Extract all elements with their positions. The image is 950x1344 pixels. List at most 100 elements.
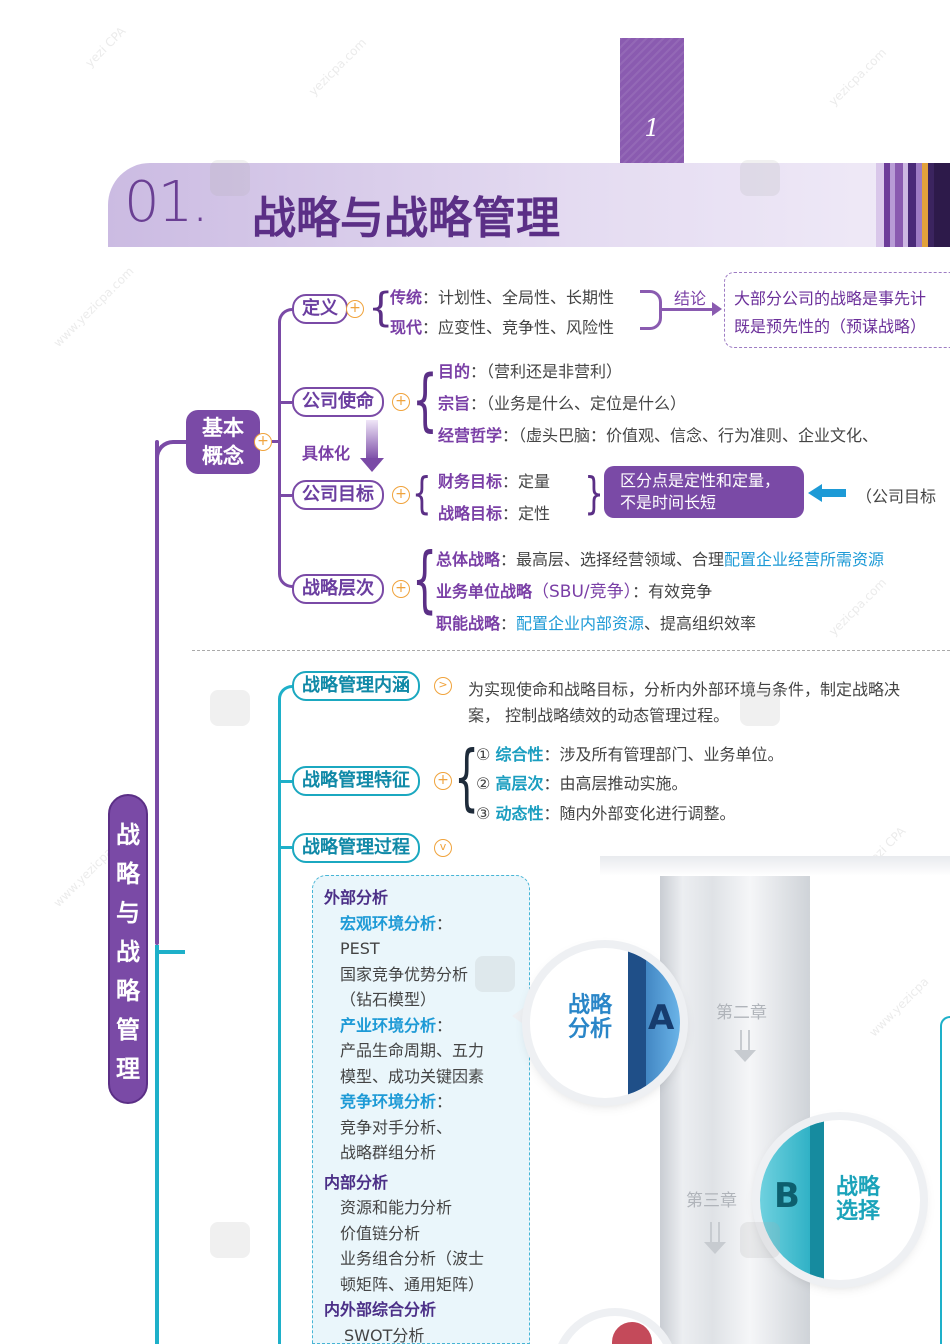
stage-a-circle[interactable]: A 战略 分析 — [530, 948, 680, 1098]
basic-concept-node[interactable]: 基本 概念 — [186, 410, 260, 474]
expand-icon[interactable]: + — [254, 433, 272, 451]
side-title-char: 略 — [116, 976, 140, 1005]
branch-line — [278, 401, 292, 404]
expand-icon[interactable]: + — [346, 300, 364, 318]
feature-item-3: ③ 动态性：随内外部变化进行调整。 — [476, 800, 735, 824]
feature-item-1: ① 综合性：涉及所有管理部门、业务单位。 — [476, 741, 783, 765]
macro-key: 宏观环境分析 — [340, 913, 437, 933]
connotation-node[interactable]: 战略管理内涵 — [292, 671, 420, 701]
side-title-char: 理 — [116, 1054, 140, 1083]
branch-line-teal — [278, 846, 292, 849]
goals-financial: 财务目标：定量 — [438, 468, 550, 492]
goals-node[interactable]: 公司目标 — [292, 480, 384, 510]
goals-note-line1: 区分点是定性和定量， — [620, 471, 781, 490]
macro-colon: ： — [436, 913, 453, 933]
features-node[interactable]: 战略管理特征 — [292, 766, 420, 796]
mission-node[interactable]: 公司使命 — [292, 387, 384, 417]
branch-line-teal — [278, 780, 292, 783]
levels-business: 业务单位战略（SBU/竞争）：有效竞争 — [436, 577, 712, 602]
branch-line — [278, 308, 298, 588]
expand-icon[interactable]: + — [434, 772, 452, 790]
brace: { — [412, 361, 438, 440]
arrow-head-icon — [712, 302, 722, 316]
expand-icon[interactable]: + — [392, 580, 410, 598]
internal-item: 顿矩阵、通用矩阵） — [340, 1274, 485, 1294]
stamp-logo — [210, 1222, 250, 1258]
watermark: www.yezicpa.com — [50, 264, 137, 350]
functional-text: 、提高组织效率 — [644, 614, 757, 633]
branch-line — [272, 440, 280, 443]
business-text: ：有效竞争 — [632, 582, 713, 601]
modern-key: 现代 — [390, 318, 423, 337]
industry-item: 模型、成功关键因素 — [340, 1066, 485, 1086]
levels-node[interactable]: 战略层次 — [292, 574, 384, 604]
process-road-edge — [600, 856, 950, 876]
overall-key: 总体战略 — [436, 550, 501, 569]
competitive-key: 竞争环境分析 — [340, 1092, 437, 1111]
stamp-logo — [740, 1222, 780, 1258]
traditional-text: ：计划性、全局性、长期性 — [422, 288, 615, 307]
page-number-ribbon: 1 — [620, 38, 684, 176]
modern-text: ：应变性、竞争性、风险性 — [422, 318, 615, 337]
chapter-three-label: 第三章 — [686, 1191, 737, 1211]
basic-concept-line1: 基本 — [202, 416, 244, 440]
expand-icon[interactable]: + — [392, 393, 410, 411]
feature-text: ：由高层推动实施。 — [543, 774, 688, 793]
stage-a-label-line1: 战略 — [568, 993, 613, 1018]
traditional-key: 传统 — [390, 288, 423, 307]
feature-num: ① — [476, 745, 491, 764]
side-title-char: 管 — [116, 1015, 140, 1044]
down-arrow-icon — [704, 1242, 726, 1254]
stage-b-label: 战略 选择 — [836, 1176, 880, 1224]
title-stripes — [876, 163, 950, 247]
levels-functional: 职能战略：配置企业内部资源、提高组织效率 — [436, 610, 756, 634]
side-title-char: 与 — [116, 898, 140, 927]
definition-node[interactable]: 定义 — [292, 294, 348, 324]
concretize-arrow — [366, 420, 378, 460]
pointer-triangle — [512, 1006, 526, 1026]
stage-b-circle[interactable]: B 战略 选择 — [760, 1120, 920, 1280]
branch-line — [278, 494, 292, 497]
levels-overall: 总体战略：最高层、选择经营领域、合理配置企业经营所需资源 — [436, 546, 884, 570]
stamp-logo — [210, 160, 250, 196]
internal-item: 业务组合分析（波士 — [340, 1249, 485, 1268]
chapter-title: 战略与战略管理 — [252, 193, 560, 244]
left-arrow-icon — [808, 484, 822, 502]
stage-a-label-line2: 分析 — [568, 1017, 613, 1042]
stage-c-band-partial — [612, 1322, 652, 1344]
business-key: 业务单位战略 — [436, 582, 533, 601]
trunk-curve-teal — [155, 930, 185, 954]
expand-icon[interactable]: + — [392, 486, 410, 504]
right-teal-line — [940, 1016, 950, 1344]
competitive-item: 竞争对手分析、 — [340, 1117, 453, 1137]
watermark: www.yezicpa — [866, 974, 932, 1040]
strategic-text: ：定性 — [502, 504, 551, 523]
philosophy-text: ：（虚头巴脑：价值观、信念、行为准则、企业文化、 — [502, 426, 879, 445]
competitive-item: 战略群组分析 — [340, 1143, 437, 1162]
process-node[interactable]: 战略管理过程 — [292, 833, 420, 863]
chevron-down-icon[interactable]: v — [434, 839, 452, 857]
chevron-right-icon[interactable]: > — [434, 677, 452, 695]
competitive-colon: ： — [436, 1092, 453, 1111]
stage-b-label-line2: 选择 — [836, 1199, 881, 1224]
left-arrow-shaft — [820, 489, 846, 497]
feature-key: 综合性 — [495, 745, 544, 764]
trunk-line-purple — [155, 440, 159, 945]
side-title-char: 略 — [116, 859, 140, 888]
purpose-text: ：（营利还是非营利） — [470, 362, 623, 381]
concretize-label: 具体化 — [302, 444, 351, 463]
chapter-number: 01. — [124, 170, 209, 235]
feature-key: 高层次 — [495, 774, 544, 793]
stamp-logo — [740, 690, 780, 726]
external-title: 外部分析 — [324, 888, 389, 907]
functional-key: 职能战略 — [436, 614, 501, 633]
industry-item: 产品生命周期、五力 — [340, 1041, 485, 1060]
watermark: yezicpa.com — [306, 35, 370, 99]
definition-traditional: 传统：计划性、全局性、长期性 — [390, 284, 614, 308]
basic-concept-line2: 概念 — [202, 444, 244, 468]
internal-title: 内部分析 — [324, 1172, 389, 1192]
page-number: 1 — [644, 114, 660, 142]
mission-purpose: 目的：（营利还是非营利） — [438, 358, 622, 382]
macro-item: PEST — [340, 939, 380, 958]
conclusion-arrow — [662, 308, 714, 311]
